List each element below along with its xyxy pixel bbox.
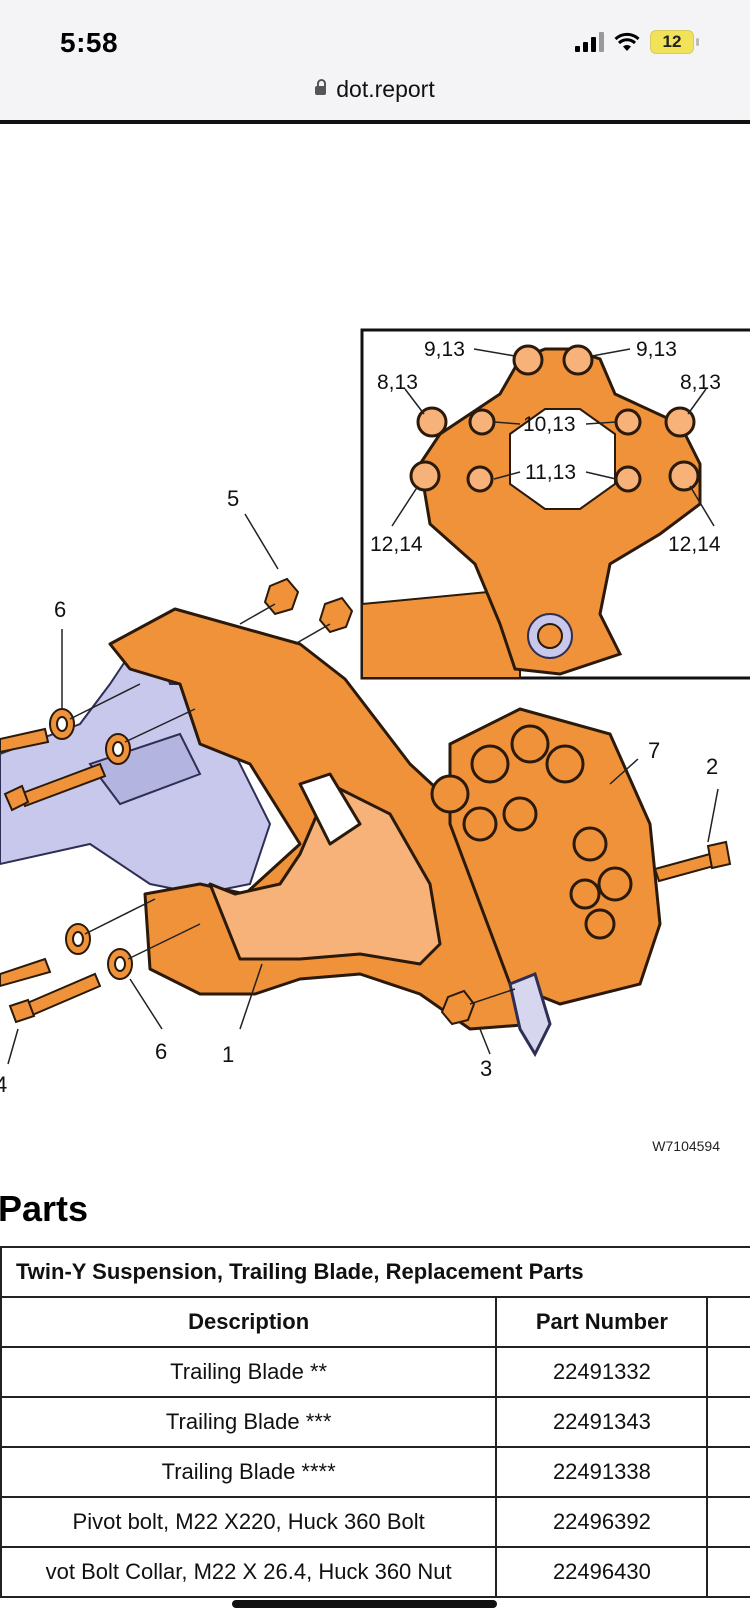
section-heading: Parts [0,1188,89,1229]
description-cell: Pivot bolt, M22 X220, Huck 360 Bolt [0,1496,498,1548]
suspension-exploded-diagram: 5 6 7 2 6 1 3 4 9,13 9,13 8,13 [0,328,750,1097]
inset-detail: 9,13 9,13 8,13 8,13 10,13 11,13 12,14 12… [360,328,750,680]
part-number-cell: 22496430 [495,1546,709,1598]
battery-icon: 12 [650,30,699,54]
cellular-signal-icon [575,32,604,52]
assembly-lines [69,603,516,1005]
status-icons: 12 [575,30,699,54]
callout-leaders [7,513,719,1065]
column-header-part-number: Part Number [495,1296,709,1348]
rear-bracket [430,707,662,1058]
inset-callout-11-13: 11,13 [525,461,576,484]
callout-labels: 5 6 7 2 6 1 3 4 [0,486,718,1097]
extra-cell [706,1346,750,1398]
browser-chrome: 5:58 12 dot.report [0,0,750,120]
description-cell: Trailing Blade ** [0,1346,498,1398]
inset-callout-10-13: 10,13 [523,413,576,436]
table-row: Trailing Blade *** 22491343 [0,1396,750,1448]
callout-6-top: 6 [54,597,66,622]
extra-cell [706,1496,750,1548]
part-number-cell: 22491338 [495,1446,709,1498]
extra-cell [706,1446,750,1498]
column-header-description: Description [0,1296,498,1348]
url-text: dot.report [336,76,435,102]
inset-callout-8-13-left: 8,13 [377,371,418,394]
callout-4: 4 [0,1072,7,1097]
page-top-border [0,120,750,124]
table-header-row: Description Part Number [0,1296,750,1348]
part-number-cell: 22491332 [495,1346,709,1398]
home-indicator[interactable] [232,1600,497,1608]
table-row: Pivot bolt, M22 X220, Huck 360 Bolt 2249… [0,1496,750,1548]
wifi-icon [614,32,640,51]
part-number-cell: 22491343 [495,1396,709,1448]
callout-2: 2 [706,754,718,779]
parts-table: Twin-Y Suspension, Trailing Blade, Repla… [0,1246,750,1598]
callout-1: 1 [222,1042,234,1067]
column-header-extra [706,1296,750,1348]
inset-callout-12-14-right: 12,14 [668,533,721,556]
extra-cell [706,1546,750,1598]
table-row: Trailing Blade ** 22491332 [0,1346,750,1398]
description-cell: Trailing Blade **** [0,1446,498,1498]
inset-callout-8-13-right: 8,13 [680,371,721,394]
address-bar[interactable]: dot.report [0,76,750,103]
clock: 5:58 [60,27,119,58]
callout-3: 3 [480,1056,492,1081]
callout-6-bottom: 6 [155,1039,167,1064]
figure-reference: W7104594 [652,1138,720,1154]
table-row: vot Bolt Collar, M22 X 26.4, Huck 360 Nu… [0,1546,750,1598]
description-cell: Trailing Blade *** [0,1396,498,1448]
table-caption: Twin-Y Suspension, Trailing Blade, Repla… [0,1246,750,1298]
description-cell: vot Bolt Collar, M22 X 26.4, Huck 360 Nu… [0,1546,498,1598]
table-caption-row: Twin-Y Suspension, Trailing Blade, Repla… [0,1246,750,1298]
extra-cell [706,1396,750,1448]
lock-icon [315,79,327,95]
parts-table-container: Twin-Y Suspension, Trailing Blade, Repla… [0,1246,750,1598]
bolts [0,727,732,1024]
table-row: Trailing Blade **** 22491338 [0,1446,750,1498]
washers [49,708,133,980]
callout-7: 7 [648,738,660,763]
inset-callout-9-13-right: 9,13 [636,338,677,361]
trailing-blade [108,607,547,1031]
callout-5: 5 [227,486,239,511]
nuts [263,577,476,1026]
battery-level: 12 [662,32,682,51]
part-number-cell: 22496392 [495,1496,709,1548]
inset-callout-9-13-left: 9,13 [424,338,465,361]
inset-callout-12-14-left: 12,14 [370,533,423,556]
